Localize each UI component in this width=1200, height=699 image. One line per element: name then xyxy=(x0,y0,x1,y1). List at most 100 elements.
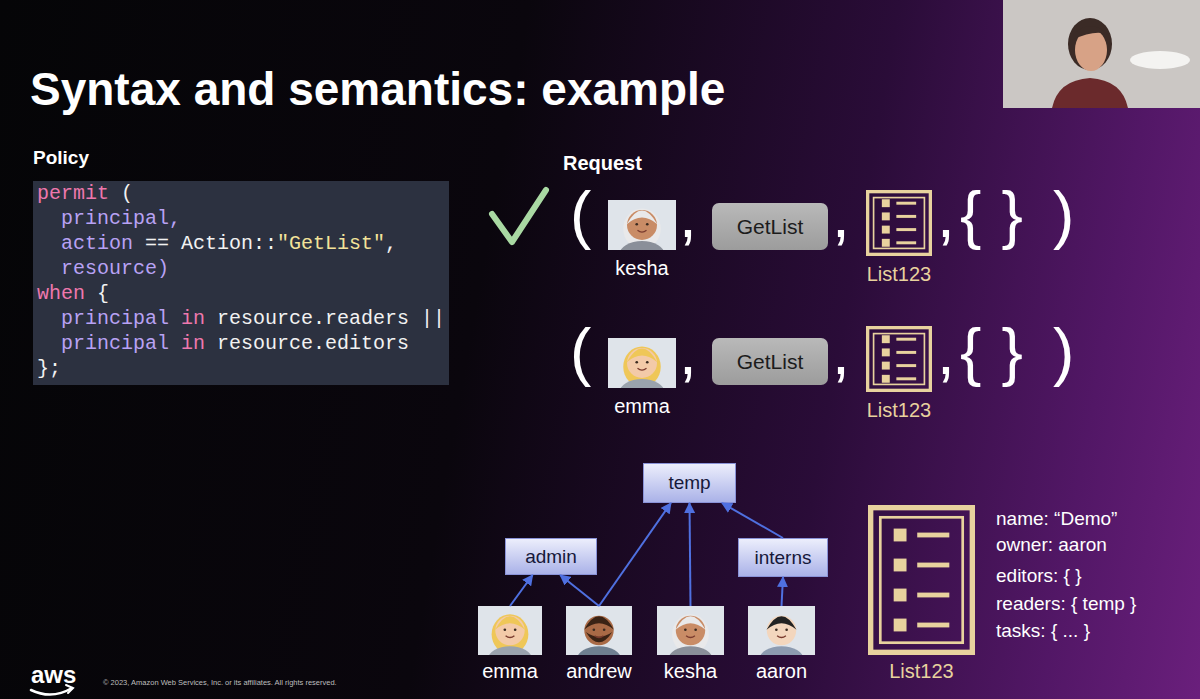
user-name: andrew xyxy=(536,661,662,681)
avatar-mouth xyxy=(506,636,515,638)
avatar-fringe xyxy=(495,616,525,630)
code-token: permit xyxy=(37,182,109,205)
check-mark xyxy=(492,190,546,242)
code-line: resource) xyxy=(33,256,449,281)
action-box: GetList xyxy=(712,203,828,250)
group-box: interns xyxy=(738,538,828,577)
attribute-line: tasks: { ... } xyxy=(996,621,1090,640)
tuple-punctuation: , xyxy=(832,320,850,384)
tuple-punctuation: , xyxy=(937,183,955,247)
user-name: kesha xyxy=(578,258,706,278)
membership-arrow xyxy=(510,575,533,606)
avatar-eye xyxy=(785,628,788,631)
code-token: principal xyxy=(61,307,169,330)
tuple-punctuation: {} xyxy=(960,183,1043,247)
list-bullet xyxy=(882,335,890,343)
list-bullet xyxy=(882,212,890,220)
list-bullet xyxy=(882,226,890,234)
membership-arrow xyxy=(722,503,783,538)
user-photo: kesha xyxy=(657,606,724,655)
avatar-shirt xyxy=(668,646,712,655)
code-token: principal xyxy=(61,332,169,355)
avatar-eye xyxy=(504,628,507,631)
list-bullet xyxy=(882,375,890,383)
list-bullet xyxy=(894,529,907,542)
user-name: kesha xyxy=(627,661,754,681)
person-fringe xyxy=(1072,26,1110,40)
avatar-picture xyxy=(566,606,632,655)
code-token: || xyxy=(421,307,445,330)
list-line xyxy=(896,377,916,380)
avatar-mouth xyxy=(638,368,647,370)
group-name: admin xyxy=(525,546,577,568)
list-icon-box: List123 xyxy=(866,326,932,392)
code-token: "GetList" xyxy=(277,232,385,255)
avatar-picture xyxy=(748,606,815,655)
avatar-face xyxy=(627,348,657,378)
tuple-punctuation: , xyxy=(937,320,955,384)
list-icon xyxy=(866,190,932,256)
list-line xyxy=(896,202,916,205)
code-block: permit(principal,action==Action::"GetLis… xyxy=(33,181,449,385)
membership-arrow xyxy=(599,503,671,606)
user-photo: kesha xyxy=(608,200,676,250)
group-name: interns xyxy=(754,547,811,569)
avatar-fringe xyxy=(627,348,658,362)
avatar-mouth xyxy=(595,636,604,638)
code-token: ( xyxy=(121,182,133,205)
avatar-shirt xyxy=(620,241,665,250)
group-name: temp xyxy=(668,472,710,494)
membership-arrow xyxy=(782,577,784,606)
avatar-face xyxy=(676,616,705,645)
webcam-frame xyxy=(1003,0,1200,108)
avatar-fringe xyxy=(584,616,614,630)
avatar-picture xyxy=(608,200,676,250)
group-box: admin xyxy=(505,538,597,575)
user-photo: emma xyxy=(608,338,676,388)
logo-text: aws xyxy=(31,663,76,687)
tuple-punctuation: , xyxy=(679,183,697,247)
list-inner-frame xyxy=(874,198,925,249)
avatar-shirt xyxy=(620,379,665,388)
code-line: principalinresource.editors xyxy=(33,331,449,356)
user-photo: andrew xyxy=(566,606,632,655)
list-bullet xyxy=(894,589,907,602)
membership-arrow xyxy=(690,503,691,606)
code-token: resource.editors xyxy=(217,332,409,355)
avatar-face xyxy=(584,616,613,645)
slide-title: Syntax and semantics: example xyxy=(30,66,725,112)
list-bullet xyxy=(882,199,890,207)
code-token: principal, xyxy=(61,207,181,230)
list-name: List123 xyxy=(836,400,962,420)
code-token: }; xyxy=(37,357,61,380)
tuple-punctuation: {} xyxy=(960,320,1043,384)
avatar-eye xyxy=(694,628,697,631)
list-bullet xyxy=(894,559,907,572)
copyright-note: © 2023, Amazon Web Services, Inc. or its… xyxy=(103,679,337,687)
tuple-punctuation: , xyxy=(679,320,697,384)
code-token: resource) xyxy=(61,257,169,280)
list-line xyxy=(917,593,949,598)
list-inner-frame xyxy=(880,517,962,642)
list-frame xyxy=(868,192,931,255)
list-bullet xyxy=(894,619,907,632)
user-name: emma xyxy=(578,396,706,416)
avatar-face xyxy=(767,616,796,645)
code-token: Action:: xyxy=(181,232,277,255)
list-frame xyxy=(871,508,973,653)
list-icon xyxy=(868,505,975,655)
section-heading: Policy xyxy=(33,148,89,167)
tuple-punctuation: ) xyxy=(1053,320,1074,384)
list-icon-box: List123 xyxy=(866,190,932,256)
avatar-face xyxy=(627,210,657,240)
list-bullet xyxy=(882,362,890,370)
code-token: resource.readers xyxy=(217,307,409,330)
code-line: when{ xyxy=(33,281,449,306)
avatar-fringe xyxy=(767,616,797,630)
attribute-line: editors: { } xyxy=(996,566,1082,585)
user-name: emma xyxy=(448,661,572,681)
code-line: permit ( xyxy=(33,181,449,206)
avatar-shirt xyxy=(488,646,532,655)
list-inner-frame xyxy=(874,334,925,385)
